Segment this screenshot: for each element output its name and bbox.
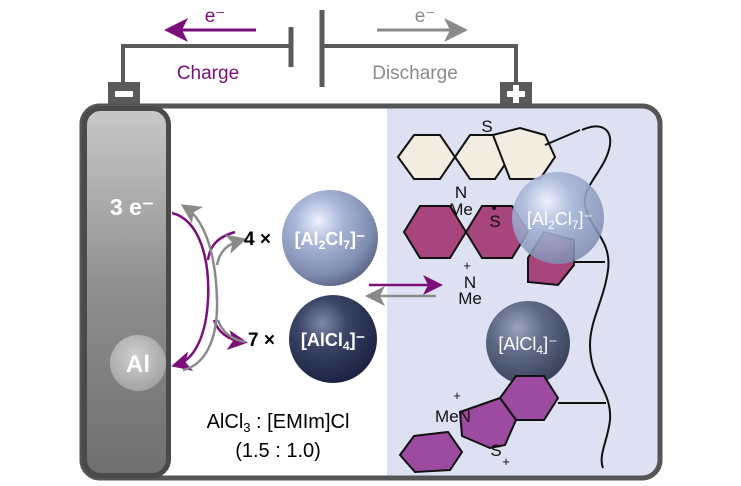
cathode-alcl4-sphere (486, 301, 570, 385)
radical-plus-label: + (463, 258, 471, 273)
alcl4-ion-sphere (289, 295, 377, 383)
cathode-al2cl7-sphere (512, 172, 604, 264)
dication-s-plus: + (502, 454, 510, 469)
neutral-s-label: S (481, 117, 492, 136)
charge-label: Charge (177, 63, 239, 84)
al-atom (110, 335, 166, 391)
discharge-branch-lower (216, 319, 247, 344)
ion1-formula: [Al2Cl7]⁻ (295, 229, 366, 252)
electrolyte-composition: AlCl3 : [EMIm]Cl (207, 411, 350, 435)
minus-icon (115, 91, 133, 97)
discharge-branch-upper (215, 234, 247, 266)
electrolyte: 4 × [Al2Cl7]⁻ 7 × [AlCl4]⁻ AlCl3 : [EMIm… (207, 190, 378, 462)
ion2-coefficient: 7 × (248, 330, 275, 351)
radical-dot (492, 206, 496, 210)
anode-reaction-arrows (171, 204, 248, 372)
neutral-phenothiazine: S N Me (396, 117, 581, 219)
al-label: Al (126, 351, 150, 378)
al2cl7-ion-sphere (282, 190, 378, 286)
cathode-polymer: S N Me S N + Me [Al2Cl7]⁻ [AlCl4]⁻ (396, 117, 612, 474)
neutral-n-label: N (455, 183, 467, 202)
aluminum-anode: 3 e⁻ Al (82, 106, 171, 478)
discharge-arrow-to-e (180, 204, 219, 372)
radical-n-label: N (464, 273, 476, 292)
charge-electron-label: e⁻ (205, 6, 226, 27)
radical-me-label: Me (458, 289, 482, 308)
circuit-wire-left (121, 44, 291, 92)
radical-s-label: S (489, 212, 500, 231)
charge-branch-upper (206, 230, 236, 261)
electrolyte-ratio: (1.5 : 1.0) (235, 440, 321, 462)
cathode-anion-lower: [AlCl4]⁻ (498, 334, 557, 357)
plus-icon (507, 85, 525, 103)
anode-electrons-label: 3 e⁻ (110, 194, 154, 220)
dication-men-label: MeN (435, 407, 471, 426)
dication-n-plus: + (453, 388, 461, 403)
circuit-wire-right (322, 44, 518, 92)
cathode-anion-upper: [Al2Cl7]⁻ (527, 209, 593, 232)
polymer-backbone (581, 125, 612, 469)
dication-phenothiazine: MeN + S + (398, 375, 606, 474)
charge-arrow-to-al (171, 211, 210, 371)
external-circuit: e⁻ Charge e⁻ Discharge (108, 6, 532, 106)
discharge-label: Discharge (372, 63, 458, 84)
dication-s-label: S (490, 441, 501, 460)
ion1-coefficient: 4 × (244, 229, 271, 250)
ion2-formula: [AlCl4]⁻ (301, 330, 365, 353)
discharge-electron-label: e⁻ (415, 6, 436, 27)
